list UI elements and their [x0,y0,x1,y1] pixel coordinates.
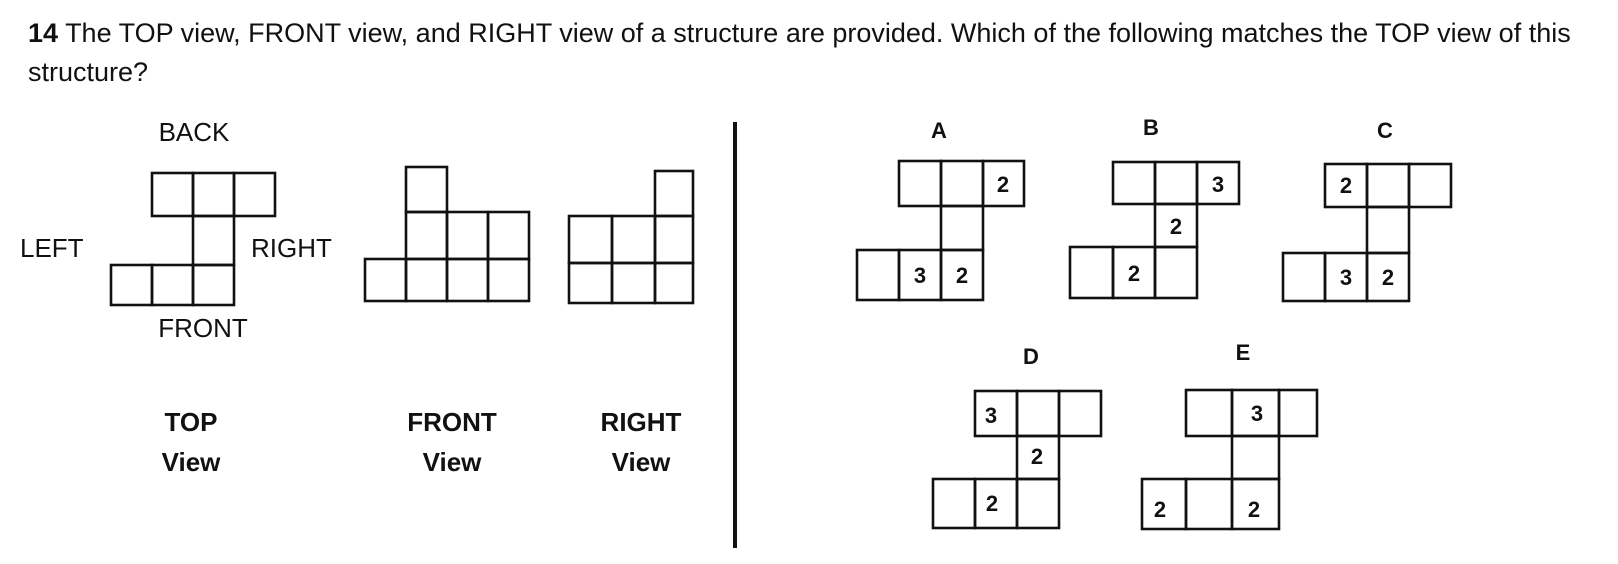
cell [1230,434,1281,481]
cell [1277,388,1319,438]
cell [931,477,977,530]
option-a-letter: A [931,118,947,143]
cell [1365,205,1411,255]
cell [1068,245,1115,300]
cell [939,248,985,302]
top-view: BACK LEFT RIGHT FRONT TOP View [20,117,332,477]
front-view-caption-2: View [423,447,483,477]
option-a-number: 3 [914,263,926,288]
option-d-grid [931,389,1103,530]
cell [1230,477,1281,531]
option-c: C 2 3 2 [1281,118,1453,303]
cell [150,171,195,218]
top-view-caption: TOP [165,407,218,437]
top-view-grid [109,171,277,307]
label-left: LEFT [20,233,84,263]
cell [1111,160,1157,206]
cell [486,210,531,261]
cell [939,159,985,208]
cell [150,263,195,307]
cell [404,257,449,303]
cell [981,159,1026,208]
cell [567,214,614,265]
right-view-caption-2: View [612,447,672,477]
option-a-grid [855,159,1026,302]
option-b: B 3 2 2 [1068,115,1241,300]
question-number: 14 [28,18,59,48]
right-view-caption: RIGHT [601,407,682,437]
option-d-number: 3 [985,403,997,428]
option-e-number: 3 [1251,401,1263,426]
option-c-number: 2 [1340,173,1352,198]
option-e: E 3 2 2 [1140,340,1319,531]
option-e-grid [1140,388,1319,531]
front-view-caption: FRONT [407,407,497,437]
option-d-number: 2 [1031,444,1043,469]
cell [191,214,236,267]
option-c-letter: C [1377,118,1393,143]
option-b-letter: B [1143,115,1159,140]
front-view: FRONT View [363,165,531,477]
question-text: 14 The TOP view, FRONT view, and RIGHT v… [28,14,1598,92]
option-b-number: 3 [1212,172,1224,197]
option-c-number: 2 [1382,265,1394,290]
cell [1057,389,1103,438]
cell [1281,251,1327,303]
cell [1015,389,1061,438]
cell [653,214,695,265]
option-e-number: 2 [1248,497,1260,522]
question-body: The TOP view, FRONT view, and RIGHT view… [28,18,1571,87]
cell [232,171,277,218]
cell [1153,160,1199,206]
option-a-number: 2 [956,263,968,288]
cell [1407,162,1453,209]
cell [404,165,449,214]
option-a: A 2 3 2 [855,118,1026,302]
option-e-number: 2 [1154,497,1166,522]
cell [653,261,695,305]
cell [1184,388,1234,438]
cell [1153,245,1199,300]
cell [191,171,236,218]
cell [191,263,236,307]
cell [1365,162,1411,209]
option-c-grid [1281,162,1453,303]
option-e-letter: E [1236,340,1251,365]
option-b-grid [1068,160,1241,300]
option-c-number: 3 [1340,265,1352,290]
option-d-letter: D [1023,344,1039,369]
cell [610,214,657,265]
right-view-grid [567,169,695,305]
cell [610,261,657,305]
option-b-number: 2 [1128,261,1140,286]
cell [1195,160,1241,206]
cell [939,204,985,252]
option-a-number: 2 [997,172,1009,197]
front-view-grid [363,165,531,303]
option-d-number: 2 [986,491,998,516]
cell [1365,251,1411,303]
cell [445,257,490,303]
cell [567,261,614,305]
label-front: FRONT [158,313,248,343]
cell [486,257,531,303]
cell [653,169,695,218]
cell [404,210,449,261]
cell [897,159,943,208]
option-d: D 3 2 2 [931,344,1103,530]
cell [109,263,154,307]
cell [855,248,901,302]
option-b-number: 2 [1170,214,1182,239]
label-right: RIGHT [251,233,332,263]
right-view: RIGHT View [567,169,695,477]
cell [1184,477,1234,531]
label-back: BACK [159,117,230,147]
top-view-caption-2: View [162,447,222,477]
cell [1015,477,1061,530]
cell [445,210,490,261]
cell [363,257,408,303]
